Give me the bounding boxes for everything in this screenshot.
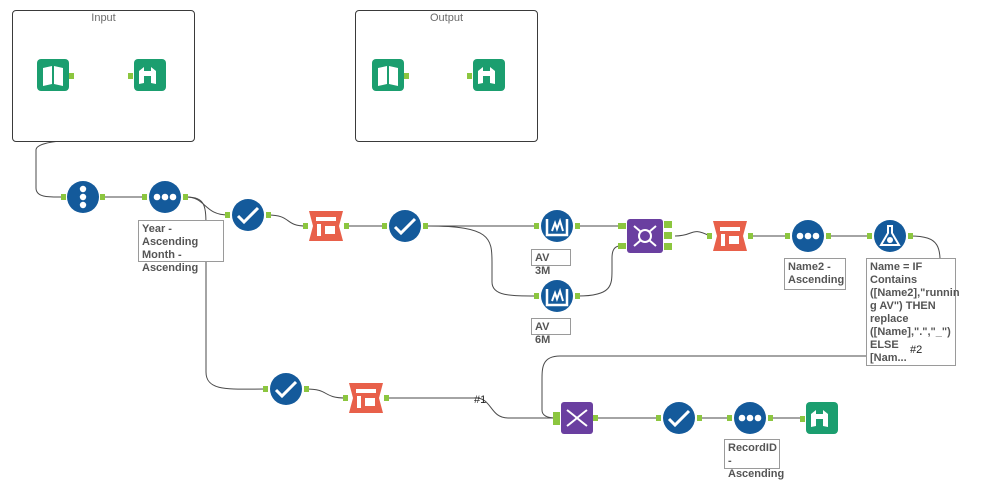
browse-tool-output[interactable]: [467, 59, 507, 93]
multi-row-formula-tool-2[interactable]: [534, 279, 582, 315]
wire-join-crosstab2[interactable]: [674, 231, 711, 237]
cross-tab-tool-3[interactable]: [343, 382, 391, 416]
wire-sort1-select1[interactable]: [185, 196, 229, 216]
cross-tab-tool-1[interactable]: [303, 210, 351, 244]
wire-select1-crosstab1[interactable]: [267, 214, 307, 227]
wire-select2-multirow2[interactable]: [427, 225, 538, 297]
formula-tool[interactable]: [867, 219, 915, 255]
select-tool-3[interactable]: [263, 372, 311, 408]
input-container-title: Input: [91, 12, 116, 24]
annotation-sort-1: Year - Ascending Month - Ascending: [138, 220, 224, 274]
wire-label-1: #1: [474, 394, 487, 406]
select-tool-1[interactable]: [225, 198, 273, 234]
browse-tool-input[interactable]: [128, 59, 168, 93]
union-tool[interactable]: [553, 402, 599, 436]
annotation-sort-3: RecordID - Ascending: [724, 439, 784, 480]
checkmark-icon: [663, 402, 695, 434]
select-tool-4[interactable]: [656, 401, 704, 437]
sort-tool-1[interactable]: [142, 180, 190, 216]
checkmark-icon: [270, 373, 302, 405]
cross-tab-tool-2[interactable]: [707, 220, 755, 254]
join-multiple-tool[interactable]: [618, 218, 678, 254]
book-icon: [37, 59, 69, 91]
wire-crosstab3-union[interactable]: [386, 397, 556, 419]
book-icon: [372, 59, 404, 91]
wire-multirow2-join[interactable]: [577, 245, 621, 297]
input-data-tool-output[interactable]: [372, 59, 412, 93]
wire-select3-crosstab3[interactable]: [305, 388, 347, 399]
sort-tool-2[interactable]: [785, 219, 833, 255]
flask-icon: [874, 220, 906, 252]
record-id-tool[interactable]: [61, 180, 107, 216]
annotation-sort-2: Name2 - Ascending: [784, 258, 846, 290]
annotation-formula: Name = IF Contains ([Name2],"runnin g AV…: [866, 258, 960, 366]
input-data-tool[interactable]: [37, 59, 77, 93]
wire-label-2: #2: [910, 344, 923, 356]
multi-row-formula-tool-1[interactable]: [534, 209, 582, 245]
sort-tool-3[interactable]: [727, 401, 775, 437]
checkmark-icon: [389, 210, 421, 242]
output-container-title: Output: [429, 12, 464, 24]
annotation-av-3m: AV 3M: [531, 249, 571, 277]
annotation-av-6m: AV 6M: [531, 318, 571, 346]
wire-sort1-select3[interactable]: [185, 196, 267, 390]
browse-tool-final[interactable]: [800, 402, 840, 436]
join-multiple-icon: [627, 219, 663, 253]
select-tool-2[interactable]: [382, 209, 430, 245]
checkmark-icon: [232, 199, 264, 231]
